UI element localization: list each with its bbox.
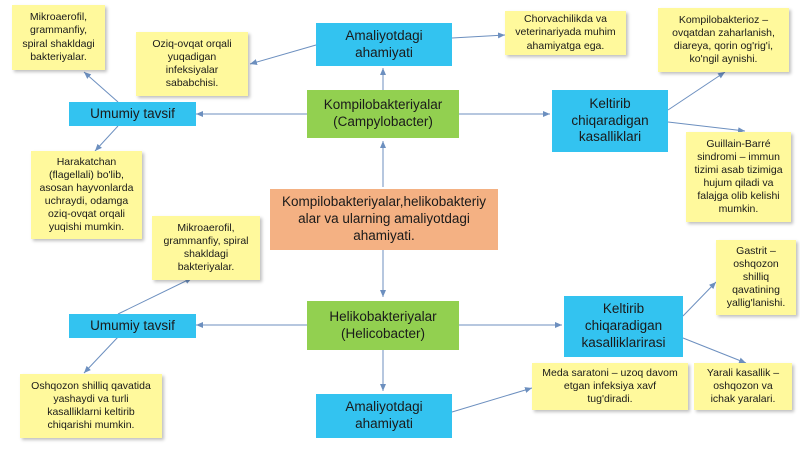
heliko-note-general-bottom: Oshqozon shilliq qavatida yashaydi va tu… [20,374,162,438]
heliko-note-practical: Meda saratoni – uzoq davom etgan infeksi… [532,363,688,410]
kompilo-note-practical-left: Oziq-ovqat orqali yuqadigan infeksiyalar… [136,32,248,96]
link-kpractical-note-right [451,32,506,39]
link-kgeneral-note-bottom [94,125,119,152]
link-kdiseases-note-top [667,71,726,111]
kompilo-topic-node: Kompilobakteriyalar (Campylobacter) [307,90,459,138]
kompilo-note-disease-top: Kompilobakterioz – ovqatdan zaharlanish,… [658,8,789,72]
link-hgeneral-note-bottom [83,336,119,374]
kompilo-note-disease-bottom: Guillain-Barré sindromi – immun tizimi a… [686,132,791,222]
central-node-label: Kompilobakteriyalar,helikobakteriy alar … [281,194,487,243]
link-hdiseases-note-top [682,281,717,317]
kompilo-general-node: Umumiy tavsif [69,102,196,126]
kompilo-topic-label: Kompilobakteriyalar (Campylobacter) [323,97,443,129]
link-kdiseases-note-bottom [667,121,746,134]
kompilo-diseases-node: Keltirib chiqaradigan kasalliklari [552,90,668,152]
central-node: Kompilobakteriyalar,helikobakteriy alar … [270,189,498,250]
kompilo-practical-node: Amaliyotdagi ahamiyati [316,23,452,66]
heliko-topic-node: Helikobakteriyalar (Helicobacter) [307,301,459,350]
heliko-diseases-label: Keltirib chiqaradigan kasalliklarirasi [581,301,666,350]
kompilo-general-label: Umumiy tavsif [90,105,175,121]
link-kgeneral-note-top [83,71,119,103]
link-hdiseases-note-bottom [682,337,747,364]
link-kpractical-note-left [249,44,317,65]
link-hpractical-note [451,387,533,413]
heliko-note-general-top: Mikroaerofil, grammanfiy, spiral shaklda… [152,216,260,280]
heliko-topic-label: Helikobakteriyalar (Helicobacter) [329,308,437,341]
link-hgeneral-note-top [117,277,193,315]
heliko-practical-label: Amaliyotdagi ahamiyati [345,399,423,431]
kompilo-note-general-top: Mikroaerofil, grammanfiy, spiral shaklda… [12,5,105,70]
heliko-note-disease-bottom: Yarali kasallik – oshqozon va ichak yara… [694,363,792,410]
kompilo-diseases-label: Keltirib chiqaradigan kasalliklari [571,95,649,145]
kompilo-note-practical-right: Chorvachilikda va veterinariyada muhim a… [505,11,626,55]
kompilo-note-general-bottom: Harakatchan (flagellali) bo'lib, asosan … [31,151,142,239]
kompilo-practical-label: Amaliyotdagi ahamiyati [345,27,423,60]
heliko-general-node: Umumiy tavsif [69,314,196,338]
heliko-note-disease-top: Gastrit – oshqozon shilliq qavatining ya… [716,240,796,315]
heliko-general-label: Umumiy tavsif [90,317,175,333]
heliko-practical-node: Amaliyotdagi ahamiyati [316,394,452,438]
heliko-diseases-node: Keltirib chiqaradigan kasalliklarirasi [564,296,683,357]
